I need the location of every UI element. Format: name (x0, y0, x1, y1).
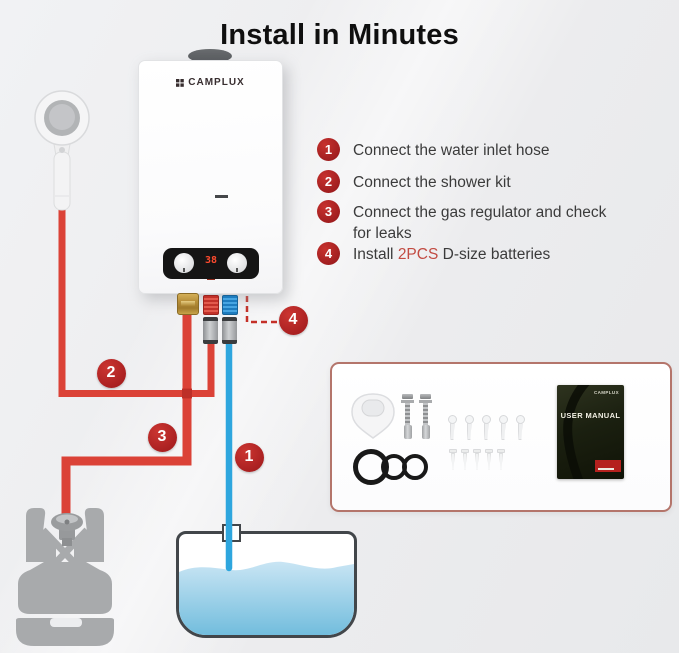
step-2-text: Connect the shower kit (353, 174, 511, 191)
temperature-display: 38 (204, 255, 218, 266)
water-bucket (176, 531, 357, 638)
step-4-post: D-size batteries (438, 246, 551, 263)
expansion-bolt (419, 394, 432, 439)
battery-dashed-line (245, 296, 280, 324)
manual-brand: CAMPLUX (593, 390, 619, 395)
left-knob (174, 253, 194, 273)
step-4-pre: Install (353, 246, 398, 263)
callout-2: 2 (96, 358, 126, 388)
cold-water-inlet (222, 295, 238, 315)
shower-bracket (351, 393, 395, 439)
callout-1: 1 (234, 442, 264, 472)
expansion-bolt (401, 394, 414, 439)
step-1-text: Connect the water inlet hose (353, 142, 550, 159)
wall-anchor (464, 415, 474, 441)
gas-regulator (51, 513, 83, 546)
user-manual: CAMPLUX USER MANUAL (557, 385, 624, 479)
heater-brand-text: CAMPLUX (188, 77, 245, 88)
wall-anchor (481, 415, 491, 441)
screw (473, 449, 481, 470)
gas-tank (16, 508, 114, 646)
tank-base-slot (50, 618, 82, 627)
step-row-2: 2 Connect the shower kit (317, 170, 625, 193)
gas-inlet-connector (177, 293, 199, 315)
manual-title: USER MANUAL (560, 411, 621, 420)
step-3-badge: 3 (317, 200, 340, 223)
gas-hose-line (61, 305, 192, 514)
heater-brand: CAMPLUX (139, 77, 282, 88)
manual-cover-curve (563, 385, 590, 479)
step-4-highlight: 2PCS (397, 246, 439, 263)
step-row-4: 4 Install 2PCS D-size batteries (317, 242, 625, 265)
accessory-kit-box: CAMPLUX USER MANUAL (330, 362, 672, 512)
manual-red-badge (595, 460, 621, 472)
inlet-fitting (222, 317, 237, 344)
wall-anchor (515, 415, 525, 441)
exhaust-vent (188, 49, 232, 63)
screw (449, 449, 457, 470)
o-ring (402, 454, 428, 480)
right-knob (227, 253, 247, 273)
water-heater: CAMPLUX 38 (138, 60, 283, 294)
wall-anchor (498, 415, 508, 441)
outlet-fitting (203, 317, 218, 344)
screw (485, 449, 493, 470)
water-fill (179, 561, 354, 635)
step-row-3: 3 Connect the gas regulator and check fo… (317, 200, 625, 244)
screw (497, 449, 505, 470)
screw (461, 449, 469, 470)
step-3-text: Connect the gas regulator and check for … (353, 204, 607, 242)
step-row-1: 1 Connect the water inlet hose (317, 138, 625, 161)
camplux-logo-icon (176, 78, 185, 87)
pilot-window (215, 195, 228, 198)
step-1-badge: 1 (317, 138, 340, 161)
callout-3: 3 (147, 422, 177, 452)
hose-junction (182, 388, 192, 399)
control-panel: 38 (163, 248, 259, 280)
hose-clamp (222, 524, 241, 542)
shower-head (34, 90, 90, 211)
step-4-text: Install 2PCS D-size batteries (353, 242, 625, 265)
display-underline (201, 267, 221, 280)
hot-water-outlet (203, 295, 219, 315)
wall-anchor (447, 415, 457, 441)
step-2-badge: 2 (317, 170, 340, 193)
callout-4: 4 (278, 305, 308, 335)
step-4-badge: 4 (317, 242, 340, 265)
page-title: Install in Minutes (220, 19, 459, 52)
